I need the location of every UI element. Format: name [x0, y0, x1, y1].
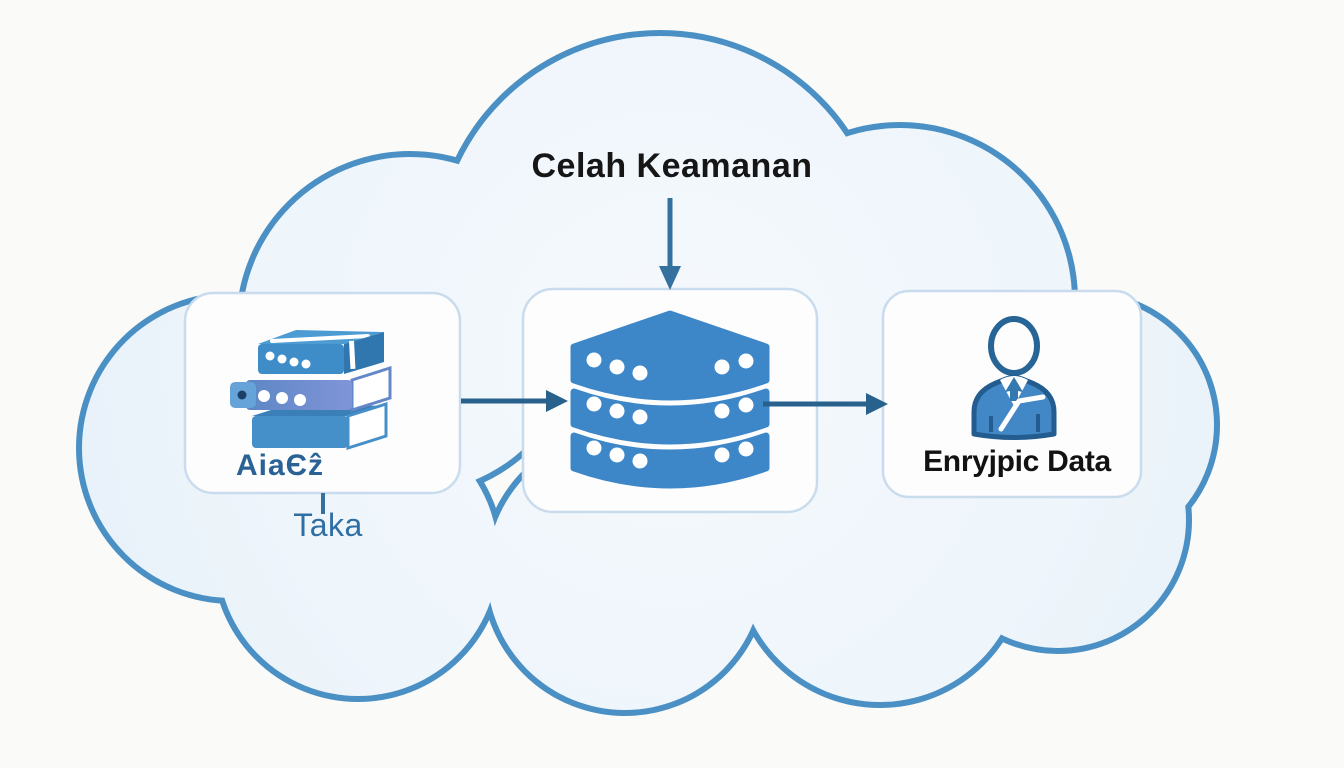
stacked-storage-icon — [230, 330, 392, 451]
storage-slab-top — [258, 330, 384, 374]
tie — [1005, 377, 1023, 401]
business-person-icon — [971, 316, 1057, 440]
lapel-line — [998, 394, 1046, 432]
diagram-title: Celah Keamanan — [531, 147, 813, 185]
servers-to-user-arrow — [763, 393, 888, 415]
storage-slab-middle — [230, 365, 392, 413]
server-led-dots — [586, 352, 754, 469]
storage-slab-bottom — [252, 401, 388, 451]
user-node-label: Enryjpic Data — [923, 445, 1111, 478]
storage-node-caption: Taka — [293, 507, 363, 543]
storage-node-label: AiaЄẑ — [236, 449, 325, 482]
server-stack-icon — [570, 310, 770, 489]
storage-to-servers-arrow — [461, 390, 568, 412]
title-to-servers-down-arrow — [659, 198, 681, 290]
